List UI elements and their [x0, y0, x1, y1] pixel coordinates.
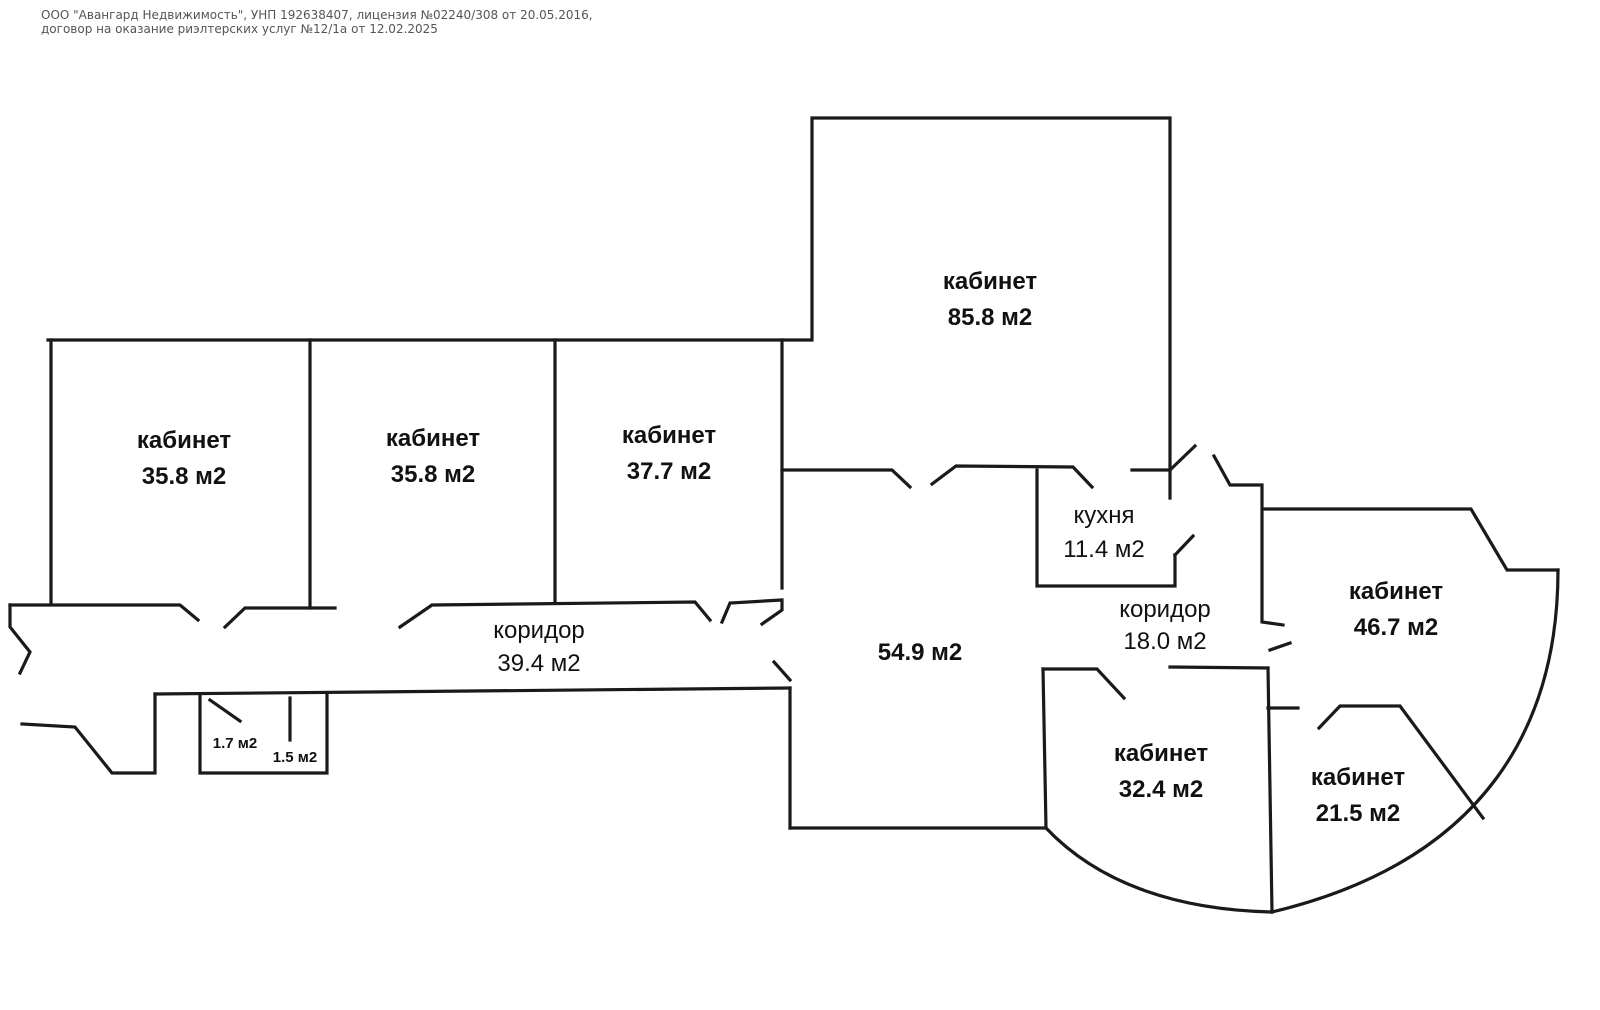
office-6-area: 32.4 м2	[1119, 776, 1203, 803]
hall-area: 54.9 м2	[878, 639, 962, 666]
license-line-1: ООО "Авангард Недвижимость", УНП 1926384…	[41, 8, 593, 22]
wall-office-6-top	[1041, 667, 1127, 701]
corridor-1-name: коридор	[493, 617, 585, 644]
wall-corridor-bottom-left	[20, 692, 157, 775]
wall-wc-1-door	[207, 697, 243, 724]
wall-corridor-bottom	[153, 686, 792, 696]
wall-office-6-left	[1041, 667, 1048, 830]
wall-wc-1	[198, 692, 329, 775]
wall-office-6-7	[1266, 666, 1274, 914]
corridor-1-area: 39.4 м2	[497, 650, 580, 677]
wall-hall-top-left	[780, 468, 913, 490]
wall-kitchen-top-right	[1130, 468, 1172, 500]
license-line-2: договор на оказание риэлтерских услуг №1…	[41, 22, 438, 36]
wall-corridor-top-3	[397, 600, 713, 630]
office-1-area: 35.8 м2	[142, 463, 226, 490]
wall-right-corridor-top	[1211, 453, 1285, 627]
wc-2-area: 1.5 м2	[273, 749, 317, 766]
wc-1-area: 1.7 м2	[213, 735, 257, 752]
office-6-name: кабинет	[1114, 740, 1208, 767]
kitchen-name: кухня	[1073, 502, 1134, 529]
corridor-2-name: коридор	[1119, 596, 1211, 623]
wall-office-6-arc	[1043, 825, 1274, 914]
walls	[8, 116, 1560, 914]
wall-kitchen	[1035, 468, 1177, 588]
wall-office-4-door	[1167, 443, 1198, 473]
office-4-area: 85.8 м2	[948, 304, 1032, 331]
office-5-area: 46.7 м2	[1354, 614, 1438, 641]
office-3-name: кабинет	[622, 422, 716, 449]
office-4-name: кабинет	[943, 268, 1037, 295]
wall-corridor-top-4	[719, 598, 784, 627]
wall-corridor-2-bottom	[1168, 665, 1270, 670]
office-5-name: кабинет	[1349, 578, 1443, 605]
wall-corridor-left-jog	[8, 603, 32, 676]
wall-kitchen-door	[1172, 533, 1196, 558]
office-2-area: 35.8 м2	[391, 461, 475, 488]
wall-office-5-arc	[1270, 568, 1560, 914]
office-7-area: 21.5 м2	[1316, 800, 1400, 827]
license-header: ООО "Авангард Недвижимость", УНП 1926384…	[41, 8, 593, 36]
wall-right-corridor-door	[1267, 640, 1293, 653]
wall-hall-left-door	[771, 659, 793, 683]
wall-top-left	[46, 116, 1172, 472]
wall-hall-top-right	[929, 464, 1095, 490]
room-labels: кабинет 35.8 м2 кабинет 35.8 м2 кабинет …	[137, 268, 1443, 827]
office-7-name: кабинет	[1311, 764, 1405, 791]
corridor-2-area: 18.0 м2	[1123, 628, 1206, 655]
wall-office-5-inner	[1316, 704, 1486, 821]
wall-office-5-top	[1262, 507, 1560, 572]
wall-corridor-top-2	[222, 606, 337, 630]
office-1-name: кабинет	[137, 427, 231, 454]
wall-corridor-top-1	[8, 603, 201, 623]
office-2-name: кабинет	[386, 425, 480, 452]
kitchen-area: 11.4 м2	[1063, 536, 1144, 563]
office-3-area: 37.7 м2	[627, 458, 711, 485]
